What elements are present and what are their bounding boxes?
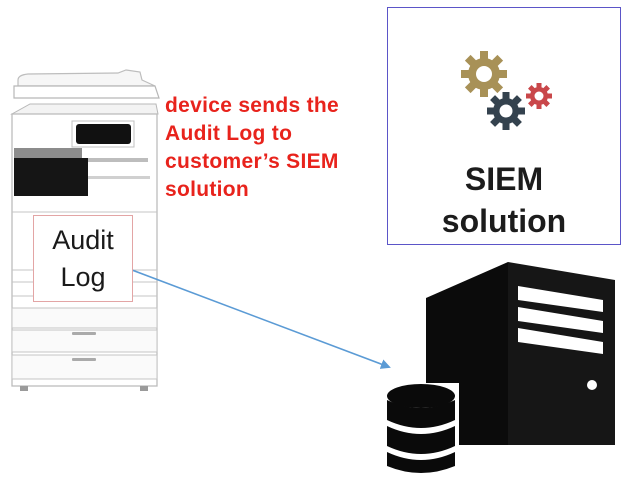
gears-icon <box>461 51 552 130</box>
siem-solution-box: SIEM solution <box>387 7 621 245</box>
caption-text: device sends the Audit Log to customer’s… <box>165 92 395 204</box>
caption-line: solution <box>165 178 250 201</box>
caption-line: customer’s SIEM <box>165 150 339 173</box>
siem-label-line: solution <box>441 203 567 239</box>
audit-log-label-line: Log <box>60 262 106 292</box>
caption-line: Audit Log to <box>165 122 293 145</box>
caption-line: device sends the <box>165 94 340 117</box>
siem-label-line: SIEM <box>464 161 544 197</box>
audit-log-label-line: Audit <box>52 225 114 255</box>
audit-log-box: Audit Log <box>33 215 133 302</box>
